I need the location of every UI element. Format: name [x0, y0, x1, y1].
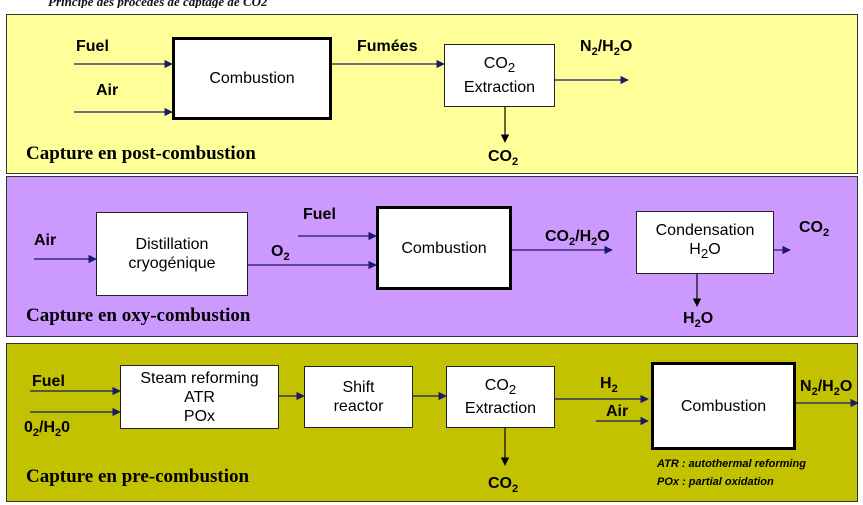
label-co2-pre: CO2	[488, 475, 519, 496]
title-post-combustion: Capture en post-combustion	[26, 143, 256, 164]
box-combustion-pre-label: Combustion	[680, 397, 767, 415]
title-pre-combustion: Capture en pre-combustion	[26, 466, 250, 487]
label-co2-post: CO2	[488, 148, 519, 169]
box-combustion-oxy-label: Combustion	[401, 239, 487, 257]
label-n2h2o-pre: N2/H2O	[800, 378, 853, 399]
box-shift-reactor-label: Shift reactor	[333, 379, 384, 415]
label-n2h2o-post: N2/H2O	[580, 38, 633, 59]
box-distillation: Distillation cryogénique	[96, 212, 248, 296]
note-pox: POx : partial oxidation	[657, 476, 774, 488]
box-shift-reactor: Shift reactor	[304, 366, 413, 428]
label-o2: O2	[271, 243, 290, 264]
label-air-post: Air	[96, 82, 119, 99]
label-o2h2o-pre: 02/H20	[24, 419, 71, 440]
label-h2: H2	[600, 375, 618, 396]
label-h2o-oxy: H2O	[683, 310, 714, 331]
box-steam-reforming: Steam reforming ATR POx	[120, 365, 279, 429]
figure-caption: Principe des procédés de captage de CO2	[48, 0, 268, 8]
box-combustion-post: Combustion	[172, 37, 332, 120]
title-oxy-combustion: Capture en oxy-combustion	[26, 305, 251, 326]
label-fuel-pre: Fuel	[32, 373, 65, 390]
note-atr: ATR : autothermal reforming	[657, 458, 806, 470]
label-fumees: Fumées	[357, 38, 418, 55]
label-co2h2o-oxy: CO2/H2O	[545, 228, 610, 249]
box-combustion-pre: Combustion	[651, 362, 796, 450]
box-distillation-label: Distillation cryogénique	[128, 236, 216, 272]
label-co2-oxy: CO2	[799, 219, 830, 240]
panel-post-combustion	[6, 14, 858, 174]
label-air-pre: Air	[606, 403, 629, 420]
box-steam-reforming-label: Steam reforming ATR POx	[140, 369, 259, 425]
box-combustion-oxy: Combustion	[376, 206, 512, 290]
box-combustion-post-label: Combustion	[209, 70, 295, 87]
label-fuel-oxy: Fuel	[303, 206, 336, 223]
label-air-oxy: Air	[34, 232, 57, 249]
label-fuel-post: Fuel	[76, 38, 109, 55]
